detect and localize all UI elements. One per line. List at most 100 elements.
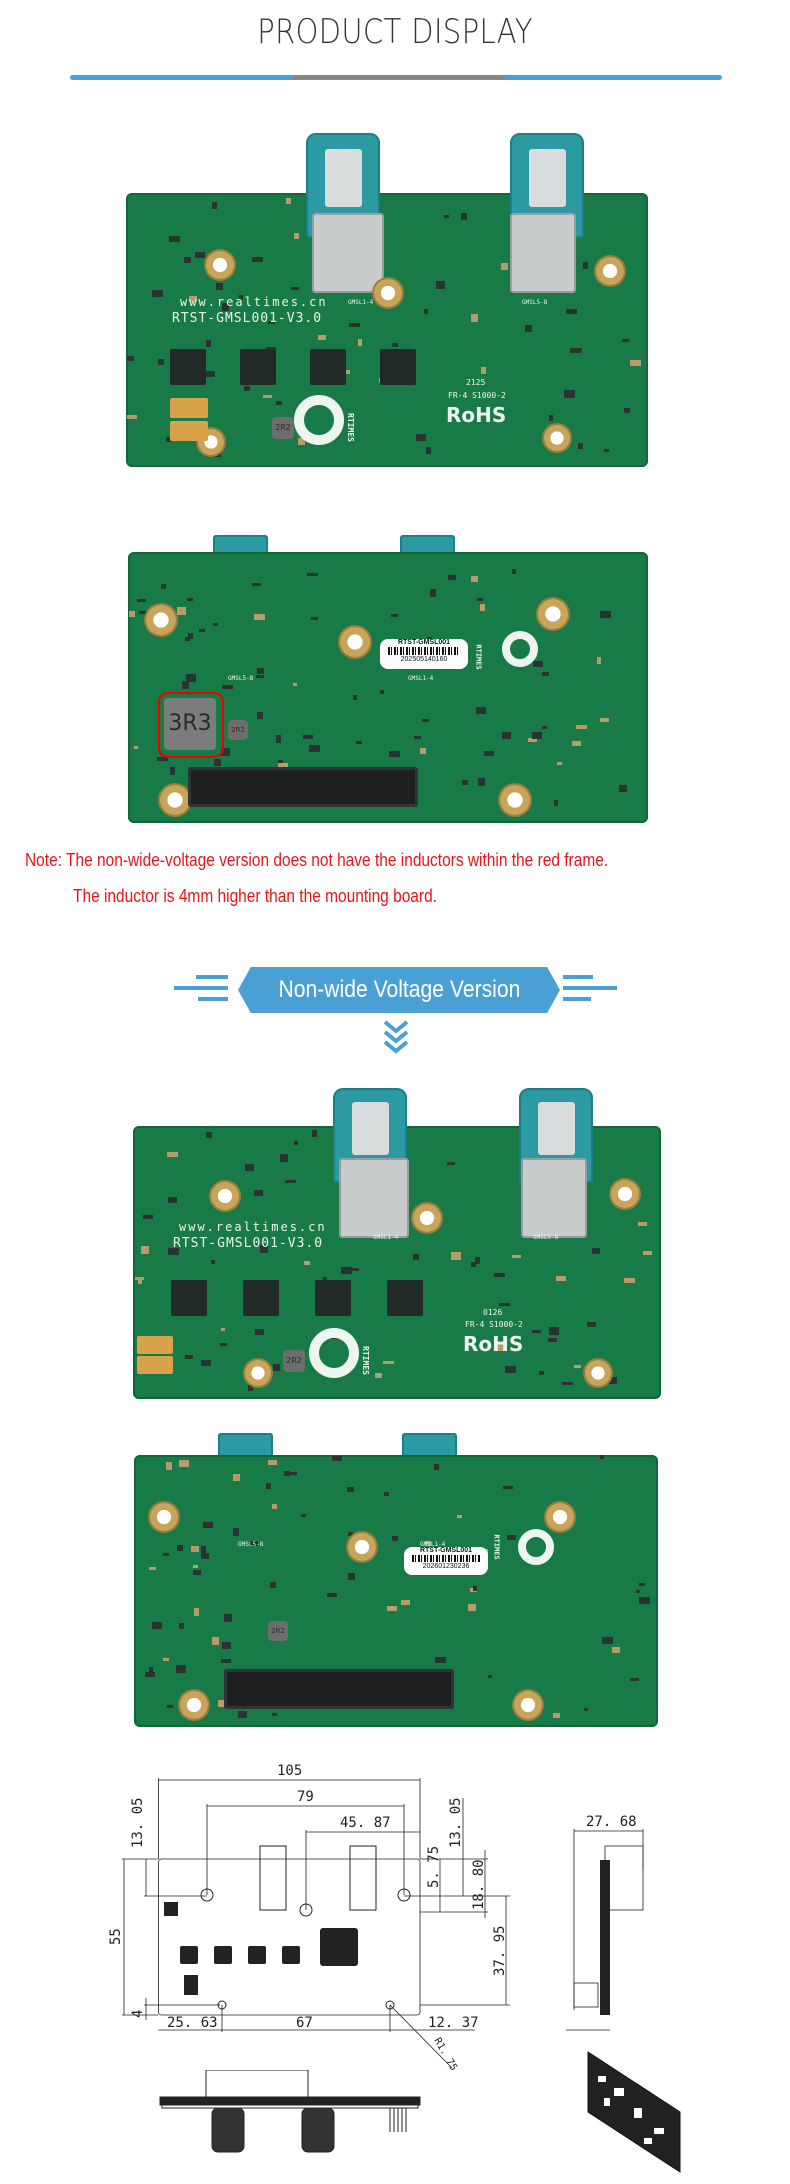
smd-component: [260, 1245, 268, 1253]
smd-component: [414, 736, 421, 739]
mounting-hole: [546, 1503, 574, 1531]
silk-port-right: GMSL5-8: [533, 1234, 559, 1241]
smd-component: [475, 1257, 480, 1264]
dim-radius: R1. 75: [431, 2036, 459, 2070]
smd-component: [278, 763, 288, 769]
smd-component: [332, 1456, 342, 1461]
smd-component: [233, 1474, 240, 1481]
smd-component: [501, 263, 508, 270]
board-to-board-connector: [188, 767, 418, 807]
smd-component: [189, 296, 197, 302]
smd-component: [584, 1708, 588, 1711]
smd-component: [186, 674, 196, 682]
dim-bottom-offset: 4: [130, 2010, 146, 2018]
smd-component: [347, 1487, 354, 1492]
dim-overall-width: 105: [277, 1763, 302, 1779]
smd-component: [451, 1252, 461, 1260]
smd-component: [127, 356, 134, 361]
serializer-chip: [387, 1280, 423, 1316]
smd-component: [293, 683, 297, 686]
smd-component: [471, 1262, 476, 1267]
smd-component: [252, 583, 261, 586]
smd-component: [248, 1385, 253, 1391]
mounting-hole: [544, 425, 570, 451]
dim-height: 55: [108, 1928, 124, 1945]
rtimes-logo: [309, 1328, 359, 1378]
note-line-1: Note: The non-wide-voltage version does …: [25, 850, 609, 870]
smd-component: [461, 213, 467, 220]
smd-component: [152, 1622, 162, 1629]
smd-component: [578, 443, 583, 449]
smd-component: [280, 1154, 288, 1162]
board-wide-front: www.realtimes.cn RTST-GMSL001-V3.0 GMSL1…: [126, 133, 648, 467]
smd-component: [505, 1366, 516, 1373]
smd-component: [179, 1623, 184, 1629]
dim-top-left: 13. 05: [130, 1797, 146, 1848]
smd-component: [268, 321, 275, 324]
smd-component: [587, 1322, 596, 1327]
smd-component: [556, 1276, 566, 1281]
smd-component: [477, 598, 483, 601]
red-highlight-frame: [158, 692, 224, 758]
mounting-hole: [596, 257, 624, 285]
title-divider-left: [70, 75, 296, 80]
smd-component: [548, 1338, 557, 1342]
smd-component: [353, 695, 357, 700]
silk-model: RTST-GMSL001-V3.0: [173, 1236, 324, 1251]
smd-component: [630, 360, 641, 366]
smd-component: [263, 395, 272, 398]
inductor-2r2: 2R2: [228, 720, 248, 740]
smd-component: [294, 233, 299, 239]
banner-lines-right: [563, 975, 623, 1005]
smd-component: [323, 1277, 327, 1282]
smd-component: [528, 738, 537, 742]
smd-component: [222, 685, 233, 689]
smd-component: [448, 575, 456, 580]
tantalum-capacitor: [137, 1336, 173, 1354]
dim-side-depth: 27. 68: [586, 1814, 637, 1830]
smd-component: [170, 767, 175, 775]
smd-component: [158, 359, 164, 365]
smd-component: [318, 335, 326, 340]
mounting-hole: [211, 1182, 239, 1210]
smd-component: [311, 617, 318, 620]
smd-component: [564, 390, 575, 398]
smd-component: [416, 434, 426, 441]
smd-component: [187, 598, 193, 601]
drawing-components: [164, 1845, 610, 2015]
smd-component: [166, 437, 172, 442]
silk-port-left: GMSL1-4: [348, 299, 374, 306]
note-line-2: The inductor is 4mm higher than the moun…: [73, 886, 437, 906]
smd-component: [384, 1492, 389, 1496]
smd-component: [572, 741, 581, 746]
serializer-chip: [243, 1280, 279, 1316]
mounting-hole: [374, 279, 402, 307]
smd-component: [383, 1361, 394, 1364]
serializer-chip: [240, 349, 276, 385]
silk-port-left: GMSL1-4: [373, 1234, 399, 1241]
smd-component: [184, 257, 191, 263]
barcode-label: RTST-GMSL001 202601230236: [404, 1547, 488, 1575]
smd-component: [138, 1279, 142, 1284]
smd-component: [557, 762, 562, 765]
serializer-chip: [170, 349, 206, 385]
smd-component: [630, 1678, 639, 1681]
silk-material: FR-4 S1000-2: [465, 1320, 523, 1329]
smd-component: [272, 1713, 277, 1716]
smd-component: [554, 800, 558, 806]
smd-component: [592, 1248, 600, 1254]
smd-component: [473, 1586, 477, 1591]
smd-component: [233, 1528, 239, 1536]
smd-component: [639, 1597, 650, 1604]
rtimes-logo: [518, 1529, 554, 1565]
smd-component: [346, 370, 350, 374]
smd-component: [167, 1705, 173, 1708]
board-nonwide-front: www.realtimes.cn RTST-GMSL001-V3.0 GMSL1…: [133, 1088, 661, 1399]
smd-component: [185, 637, 190, 641]
smd-component: [435, 1657, 446, 1663]
smd-component: [222, 303, 229, 311]
smd-component: [176, 1665, 186, 1673]
smd-component: [481, 367, 486, 374]
smd-component: [356, 741, 362, 744]
connector-housing-left: [312, 213, 384, 293]
